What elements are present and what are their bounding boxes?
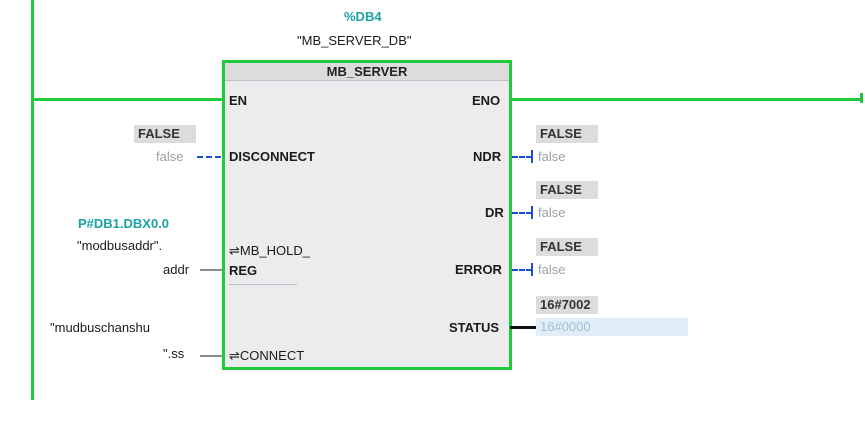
status-wire xyxy=(510,326,536,329)
pin-mb-hold-reg-line1: ⇌MB_HOLD_ xyxy=(229,243,310,258)
pin-eno: ENO xyxy=(472,93,501,108)
pin-ndr: NDR xyxy=(473,149,502,164)
dr-monitor-value[interactable]: FALSE xyxy=(536,181,598,199)
pin-en: EN xyxy=(229,93,248,108)
disconnect-monitor-value[interactable]: FALSE xyxy=(134,125,196,143)
mb-server-block[interactable]: MB_SERVER xyxy=(222,60,512,370)
status-value[interactable]: 16#0000 xyxy=(536,318,688,336)
error-value[interactable]: false xyxy=(538,262,566,277)
connect-tag-line1[interactable]: "mudbuschanshu xyxy=(50,320,151,335)
status-monitor-value[interactable]: 16#7002 xyxy=(536,296,598,314)
left-power-rail xyxy=(31,0,34,400)
dr-value[interactable]: false xyxy=(538,205,566,220)
error-wire xyxy=(512,269,532,271)
mb-hold-reg-wire xyxy=(200,269,222,271)
pin-connect: ⇌CONNECT xyxy=(229,348,305,363)
dr-wire xyxy=(512,212,532,214)
connect-tag-line2[interactable]: ".ss xyxy=(163,346,185,361)
error-monitor-value[interactable]: FALSE xyxy=(536,238,598,256)
right-power-rail xyxy=(860,93,863,103)
error-arrow xyxy=(531,263,533,276)
dr-arrow xyxy=(531,206,533,219)
ndr-arrow xyxy=(531,150,533,163)
instance-db-address[interactable]: %DB4 xyxy=(344,9,382,24)
ndr-monitor-value[interactable]: FALSE xyxy=(536,125,598,143)
pin-error: ERROR xyxy=(455,262,502,277)
block-header-divider xyxy=(225,80,509,81)
mb-hold-reg-tag-line1[interactable]: "modbusaddr". xyxy=(77,238,163,253)
eno-wire[interactable] xyxy=(510,98,861,101)
instance-db-name[interactable]: "MB_SERVER_DB" xyxy=(297,33,412,48)
pin-disconnect: DISCONNECT xyxy=(229,149,315,164)
pin-dr: DR xyxy=(485,205,504,220)
en-wire[interactable] xyxy=(33,98,223,101)
ndr-value[interactable]: false xyxy=(538,149,566,164)
block-title: MB_SERVER xyxy=(225,63,509,80)
mb-hold-reg-address[interactable]: P#DB1.DBX0.0 xyxy=(78,216,170,231)
pin-status: STATUS xyxy=(449,320,500,335)
connect-wire xyxy=(200,355,222,357)
disconnect-wire xyxy=(197,156,221,158)
pin-mb-hold-reg-line2: REG xyxy=(229,263,258,278)
ndr-wire xyxy=(512,156,532,158)
mb-hold-reg-divider xyxy=(229,284,297,285)
mb-hold-reg-tag-line2[interactable]: addr xyxy=(163,262,190,277)
disconnect-value[interactable]: false xyxy=(156,149,184,164)
